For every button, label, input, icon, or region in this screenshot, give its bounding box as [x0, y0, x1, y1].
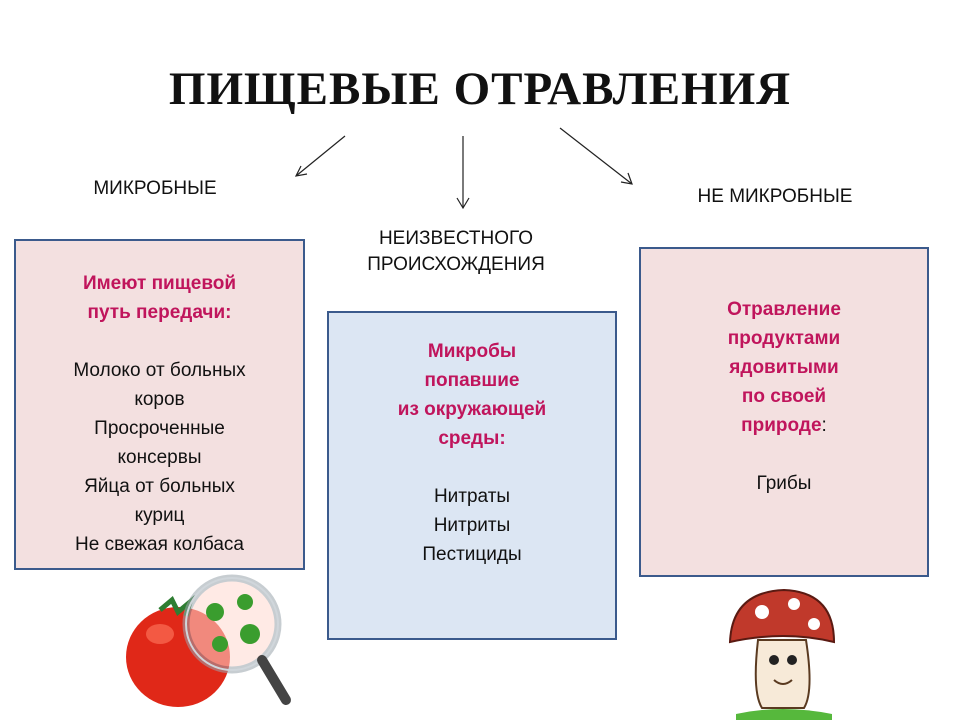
microbial-item: Молоко от больных [73, 360, 246, 381]
non-microbial-heading-2: продуктами [727, 328, 841, 349]
non-microbial-heading-5-text: природе [741, 415, 822, 436]
microbial-item: Не свежая колбаса [75, 534, 244, 555]
unknown-heading-3: из окружающей [397, 399, 547, 420]
non-microbial-heading-colon: : [821, 415, 827, 436]
unknown-heading-2: попавшие [424, 370, 520, 391]
microbial-heading-1: Имеют пищевой [82, 273, 237, 294]
category-microbial: МИКРОБНЫЕ [93, 178, 217, 199]
microbial-box: Имеют пищевой путь передачи: Молоко от б… [14, 239, 305, 570]
unknown-item: Нитриты [433, 515, 511, 536]
unknown-item: Пестициды [422, 544, 522, 565]
mushroom-illustration [728, 588, 836, 720]
arrow-left [295, 135, 346, 177]
page-title: ПИЩЕВЫЕ ОТРАВЛЕНИЯ [168, 63, 792, 115]
category-unknown-line-2: ПРОИСХОЖДЕНИЯ [367, 254, 545, 275]
unknown-item: Нитраты [433, 486, 511, 507]
unknown-heading-1: Микробы [427, 341, 517, 362]
non-microbial-heading-3: ядовитыми [729, 357, 839, 378]
unknown-origin-box: Микробы попавшие из окружающей среды: Ни… [327, 311, 617, 640]
non-microbial-item: Грибы [756, 473, 812, 494]
non-microbial-heading-5: природе: [641, 411, 927, 440]
microbial-heading-2: путь передачи: [87, 302, 232, 323]
microbial-item: Яйца от больных [84, 476, 235, 497]
category-non-microbial: НЕ МИКРОБНЫЕ [697, 186, 853, 207]
non-microbial-heading-1: Отравление [727, 299, 841, 320]
unknown-heading-4: среды: [438, 428, 506, 449]
microbial-item: коров [134, 389, 185, 410]
non-microbial-heading-4: по своей [741, 386, 827, 407]
non-microbial-box: Отравление продуктами ядовитыми по своей… [639, 247, 929, 577]
tomato-magnifier-illustration [126, 574, 291, 707]
microbial-item: консервы [117, 447, 202, 468]
category-unknown-origin: НЕИЗВЕСТНОГО ПРОИСХОЖДЕНИЯ [326, 226, 586, 278]
microbial-item: Просроченные [94, 418, 225, 439]
arrow-right [559, 127, 633, 185]
microbial-item: куриц [134, 505, 185, 526]
category-unknown-line-1: НЕИЗВЕСТНОГО [378, 228, 534, 249]
